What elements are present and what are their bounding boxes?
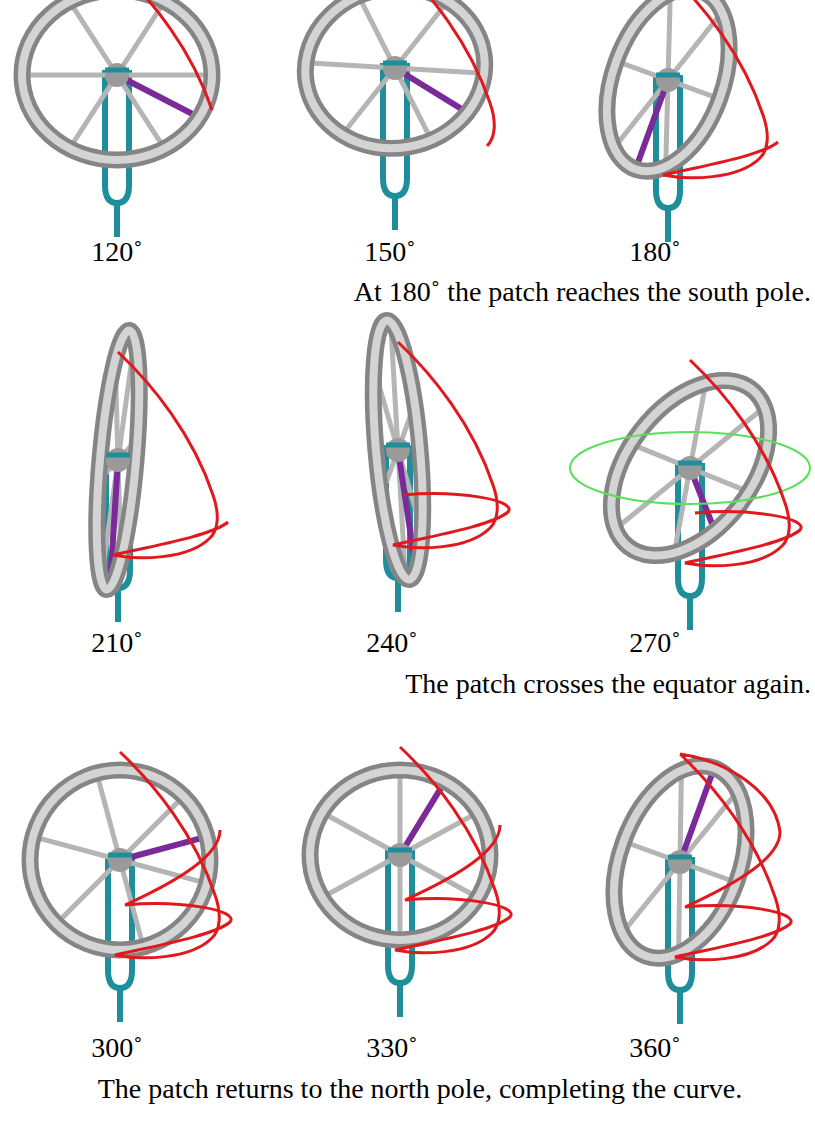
spoke bbox=[97, 773, 120, 860]
contact-curve bbox=[393, 342, 509, 548]
fork-stem bbox=[392, 196, 398, 230]
fork-axle bbox=[668, 855, 692, 860]
contact-curve bbox=[115, 752, 231, 958]
hub bbox=[383, 56, 407, 80]
rim bbox=[365, 319, 431, 582]
spoke bbox=[120, 860, 207, 883]
fork-axle bbox=[386, 443, 410, 448]
wheel-figure bbox=[89, 329, 228, 622]
spoke bbox=[680, 770, 681, 862]
hub bbox=[105, 63, 129, 87]
purple-spoke bbox=[395, 68, 467, 113]
spoke bbox=[614, 80, 668, 148]
fork bbox=[668, 857, 692, 990]
rim bbox=[580, 351, 801, 585]
purple-spoke bbox=[636, 80, 668, 169]
purple-spoke bbox=[117, 75, 199, 118]
angle-label: 240˚ bbox=[366, 627, 417, 659]
rim bbox=[22, 0, 212, 160]
wheel-figure bbox=[292, 0, 497, 230]
spoke bbox=[33, 837, 120, 860]
angle-label: 120˚ bbox=[91, 236, 142, 268]
rim bbox=[89, 329, 148, 591]
rim-highlight bbox=[22, 0, 212, 160]
wheel-figure bbox=[584, 0, 778, 242]
spoke bbox=[622, 862, 680, 933]
fork-stem bbox=[397, 983, 403, 1017]
hub bbox=[106, 448, 130, 472]
rim-highlight bbox=[30, 770, 210, 950]
fork-stem bbox=[117, 988, 123, 1022]
wheel-figure bbox=[310, 747, 511, 1017]
spoke bbox=[668, 0, 670, 80]
rim-highlight bbox=[310, 770, 490, 940]
rim bbox=[30, 770, 210, 950]
caption-text: The patch returns to the north pole, com… bbox=[98, 1073, 743, 1105]
contact-curve bbox=[395, 747, 511, 953]
angle-label: 360˚ bbox=[629, 1032, 680, 1064]
fork-axle bbox=[105, 68, 129, 73]
purple-spoke bbox=[400, 781, 445, 855]
contact-curve bbox=[663, 0, 778, 178]
wheel-figure bbox=[365, 319, 509, 612]
spoke bbox=[322, 855, 400, 898]
angle-label: 300˚ bbox=[91, 1032, 142, 1064]
wheel-figure bbox=[570, 351, 810, 630]
spoke bbox=[679, 862, 680, 954]
hub bbox=[386, 438, 410, 462]
contact-curve bbox=[675, 754, 791, 960]
rim-highlight bbox=[89, 329, 148, 591]
fork bbox=[108, 855, 132, 988]
rim bbox=[292, 0, 497, 162]
hub bbox=[108, 848, 132, 872]
rim bbox=[310, 770, 490, 940]
fork-axle bbox=[383, 61, 407, 66]
wheel-figure bbox=[589, 748, 791, 1024]
spoke bbox=[306, 63, 395, 68]
contact-curve bbox=[395, 0, 494, 146]
fork-stem bbox=[114, 203, 120, 237]
fork-axle bbox=[678, 461, 702, 466]
hub bbox=[388, 843, 412, 867]
spoke bbox=[395, 68, 484, 73]
rim-highlight bbox=[365, 319, 431, 582]
fork bbox=[388, 850, 412, 983]
contact-curve bbox=[113, 352, 228, 558]
contact-curve bbox=[685, 360, 801, 566]
angle-label: 150˚ bbox=[364, 236, 415, 268]
spoke bbox=[56, 860, 120, 924]
rim-highlight bbox=[580, 351, 801, 585]
angle-label: 180˚ bbox=[629, 236, 680, 268]
equator-ring bbox=[570, 432, 810, 504]
spoke bbox=[70, 75, 118, 149]
angle-label: 270˚ bbox=[629, 627, 680, 659]
wheel-figure bbox=[30, 752, 231, 1022]
angle-label: 210˚ bbox=[91, 627, 142, 659]
fork-stem bbox=[677, 990, 683, 1024]
fork-axle bbox=[388, 848, 412, 853]
fork-axle bbox=[656, 73, 680, 78]
caption-text: At 180˚ the patch reaches the south pole… bbox=[354, 276, 811, 308]
spoke bbox=[398, 855, 403, 940]
contact-curve bbox=[117, 0, 212, 110]
spoke bbox=[70, 1, 118, 75]
fork-stem bbox=[687, 596, 693, 630]
hub bbox=[656, 68, 680, 92]
spoke bbox=[398, 770, 403, 855]
fork-axle bbox=[108, 853, 132, 858]
spoke bbox=[22, 73, 117, 78]
hub bbox=[668, 850, 692, 874]
fork-axle bbox=[106, 453, 130, 458]
hub bbox=[678, 456, 702, 480]
spoke bbox=[400, 855, 478, 898]
angle-label: 330˚ bbox=[366, 1032, 417, 1064]
rim-highlight bbox=[292, 0, 497, 162]
spoke bbox=[342, 68, 395, 135]
wheel-figure bbox=[22, 0, 212, 237]
spoke bbox=[680, 791, 738, 862]
caption-text: The patch crosses the equator again. bbox=[405, 668, 811, 700]
